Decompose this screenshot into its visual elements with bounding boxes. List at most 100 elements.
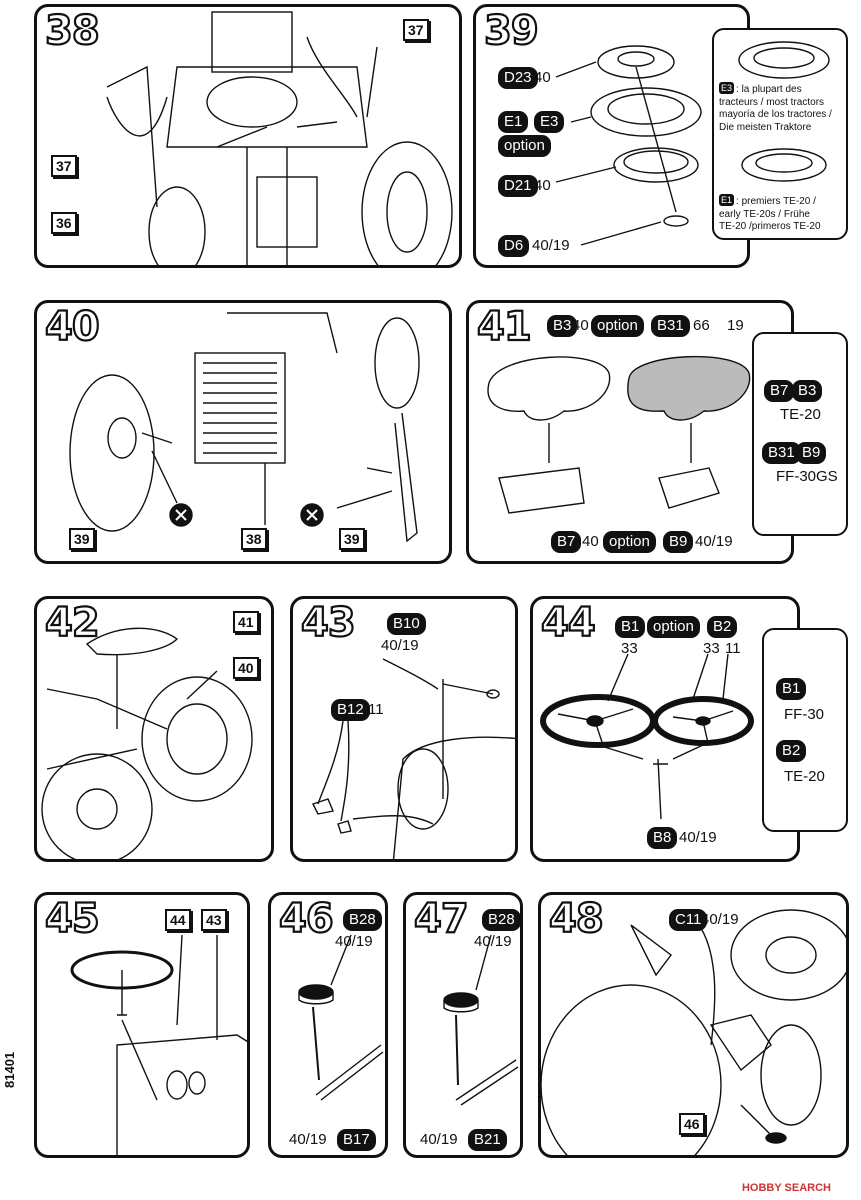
part-c11-qty: 40/19 — [701, 911, 739, 928]
part-e3: E3 — [534, 111, 565, 133]
tractor-dashboard-diagram — [106, 11, 453, 265]
step-42-panel: 42 41 40 — [34, 596, 274, 862]
part-b28: B28 — [482, 909, 520, 931]
ref-box-36: 36 — [51, 212, 77, 234]
part-b7-qty: 40 — [582, 533, 599, 550]
step-number: 42 — [44, 599, 101, 647]
step-44-variant-box: B1 FF-30 B2 TE-20 — [762, 628, 848, 832]
ref-box-46: 46 — [679, 1113, 705, 1135]
step-number: 44 — [540, 599, 597, 647]
steering-install-diagram — [70, 934, 247, 1155]
ref-box-43: 43 — [201, 909, 227, 931]
option-label-2: option — [603, 531, 656, 553]
part-b1-qty: 33 — [621, 640, 638, 657]
ref-box-38: 38 — [241, 528, 267, 550]
e1-note-line-2: early TE-20s / Frühe — [719, 208, 810, 220]
variant-ff30gs: FF-30GS — [776, 468, 838, 485]
pedal-b17-diagram — [298, 934, 384, 1101]
e1-note-line-1: : premiers TE-20 / — [736, 196, 816, 207]
part-e3-tag: E3 — [719, 82, 735, 94]
seat-parts-diagram — [487, 355, 751, 514]
e3-note-line-3: mayoría de los tractores / — [719, 109, 832, 120]
ref-box-39-left: 39 — [69, 528, 95, 550]
variant-b1: B1 — [776, 678, 807, 700]
part-d21-qty: 40 — [534, 177, 551, 194]
front-wheels-radiator-diagram — [69, 312, 420, 543]
part-b9-qty: 40/19 — [695, 533, 733, 550]
part-b12: B12 — [331, 699, 370, 721]
step-47-panel: 47 B28 40/19 40/19 B21 — [403, 892, 523, 1158]
step-45-panel: 45 44 43 — [34, 892, 250, 1158]
variant-te20: TE-20 — [780, 406, 821, 423]
step-number: 48 — [548, 895, 605, 943]
part-b8: B8 — [647, 827, 678, 849]
ref-box-44: 44 — [165, 909, 191, 931]
step-number: 39 — [483, 7, 540, 55]
part-b10: B10 — [387, 613, 426, 635]
ref-box-39-right: 39 — [339, 528, 365, 550]
step-46-panel: 46 B28 40/19 40/19 B17 — [268, 892, 388, 1158]
kit-code: 81401 — [2, 1051, 17, 1088]
dashboard-levers-diagram — [312, 658, 515, 859]
e1-note: E1: premiers TE-20 / early TE-20s / Früh… — [719, 194, 821, 234]
variant-ff30: FF-30 — [784, 706, 825, 723]
e1-note-line-3: TE-20 /primeros TE-20 — [719, 221, 821, 232]
tractor-rear-pedals-diagram — [541, 909, 846, 1155]
step-number: 45 — [44, 895, 101, 943]
part-66: 66 — [693, 317, 710, 334]
part-b7: B7 — [551, 531, 582, 553]
part-b17-qty: 40/19 — [289, 1131, 327, 1148]
part-b1: B1 — [615, 616, 646, 638]
part-e1-tag: E1 — [719, 194, 735, 206]
part-b3: B3 — [547, 315, 578, 337]
wheel-hub-parts-diagram — [555, 45, 702, 246]
part-11-qty: 11 — [725, 640, 741, 657]
ref-box-37-left: 37 — [51, 155, 77, 177]
variant-te20: TE-20 — [784, 768, 825, 785]
variant-b2: B2 — [776, 740, 807, 762]
step-number: 41 — [476, 303, 533, 351]
option-label: option — [591, 315, 644, 337]
e3-note-line-4: Die meisten Traktore — [719, 121, 812, 133]
part-d21: D21 — [498, 175, 538, 197]
variant-b31: B31 — [762, 442, 801, 464]
part-b8-qty: 40/19 — [679, 829, 717, 846]
ring-e3-diagram — [738, 41, 830, 182]
part-b28: B28 — [343, 909, 382, 931]
ref-box-41: 41 — [233, 611, 259, 633]
e3-note: E3: la plupart des tracteurs / most trac… — [719, 82, 832, 134]
rear-axle-seat-diagram — [41, 627, 253, 859]
e3-note-line-2: tracteurs / most tractors — [719, 96, 825, 108]
part-b17: B17 — [337, 1129, 376, 1151]
step-41-panel: 41 B3 40 option B31 66 19 B7 40 option B… — [466, 300, 794, 564]
part-d6-qty: 40/19 — [532, 237, 570, 254]
step-number: 47 — [413, 895, 470, 943]
part-b28-qty: 40/19 — [474, 933, 512, 950]
variant-b9: B9 — [796, 442, 827, 464]
step-44-panel: 44 B1 option B2 33 33 11 B8 40/19 — [530, 596, 800, 862]
part-b10-qty: 40/19 — [381, 637, 419, 654]
step-number: 40 — [44, 303, 101, 351]
part-e1: E1 — [498, 111, 529, 133]
part-b21: B21 — [468, 1129, 507, 1151]
part-c11: C11 — [669, 909, 708, 931]
part-d23-qty: 40 — [534, 69, 551, 86]
step-43-panel: 43 B10 40/19 B12 11 — [290, 596, 518, 862]
variant-b7: B7 — [764, 380, 795, 402]
step-48-panel: 48 C11 40/19 46 — [538, 892, 849, 1158]
step-39-panel: 39 D23 40 E1 E3 option D21 40 D6 40/19 — [473, 4, 750, 268]
step-39-variant-box: E3: la plupart des tracteurs / most trac… — [712, 28, 848, 240]
step-number: 38 — [44, 7, 101, 55]
part-b31: B31 — [651, 315, 690, 337]
part-19: 19 — [727, 317, 744, 334]
e3-note-line-1: : la plupart des — [736, 84, 802, 95]
watermark-text: HOBBY SEARCH — [741, 1182, 831, 1194]
part-d23: D23 — [498, 67, 538, 89]
part-b21-qty: 40/19 — [420, 1131, 458, 1148]
step-41-variant-box: B7 B3 TE-20 B31 B9 FF-30GS — [752, 332, 848, 536]
part-b3-qty: 40 — [572, 317, 589, 334]
step-number: 43 — [300, 599, 357, 647]
step-40-panel: 40 39 38 39 — [34, 300, 452, 564]
step-38-panel: 38 37 37 36 — [34, 4, 462, 268]
steering-wheels-diagram — [540, 653, 754, 820]
